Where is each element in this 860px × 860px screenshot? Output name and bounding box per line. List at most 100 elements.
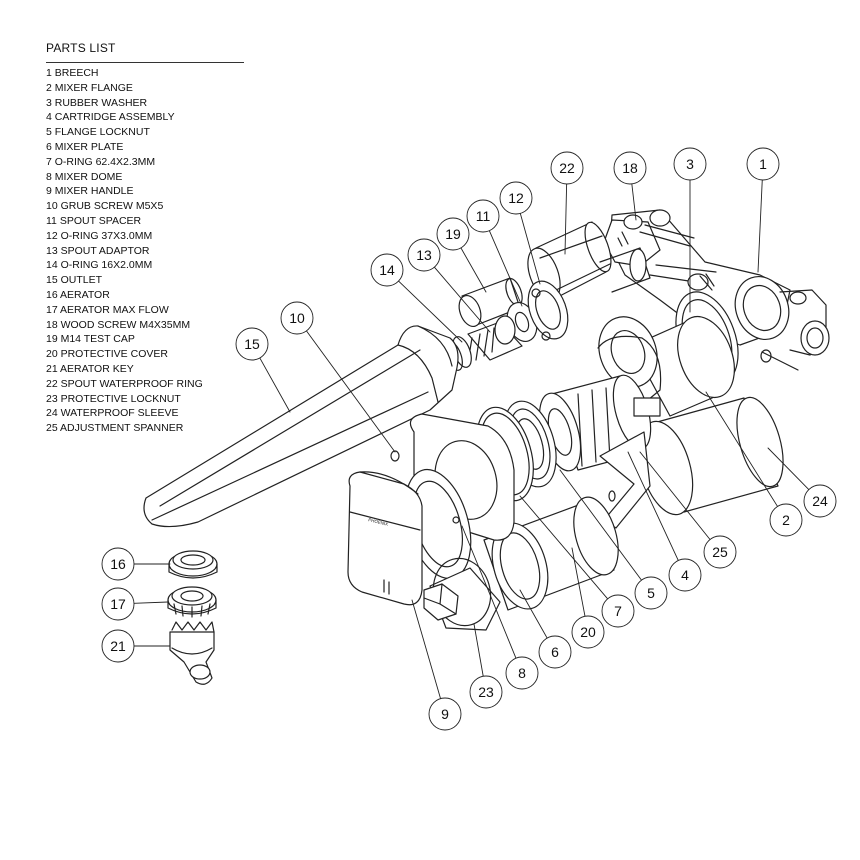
leader-line-22 — [564, 183, 568, 255]
leader-line-19 — [460, 247, 487, 293]
callout-number-7: 7 — [614, 603, 622, 619]
parts-list-item: 2 MIXER FLANGE — [46, 81, 133, 94]
grub-screw-part — [390, 450, 400, 462]
callout-balloon-9 — [428, 697, 462, 731]
callout-balloon-16 — [101, 547, 135, 581]
callout-number-23: 23 — [478, 684, 494, 700]
parts-list-item: 5 FLANGE LOCKNUT — [46, 126, 150, 139]
leader-line-12 — [519, 212, 541, 285]
callout-balloon-10 — [280, 301, 314, 335]
callout-balloon-22 — [550, 151, 584, 185]
parts-list-item: 18 WOOD SCREW M4X35MM — [46, 318, 191, 331]
parts-list-item: 9 MIXER HANDLE — [46, 185, 134, 198]
parts-list: 1 BREECH 2 MIXER FLANGE 3 RUBBER WASHER … — [46, 66, 203, 436]
callout-number-10: 10 — [289, 310, 305, 326]
leader-line-17 — [133, 601, 169, 604]
parts-list-item: 24 WATERPROOF SLEEVE — [46, 407, 179, 420]
callout-number-22: 22 — [559, 160, 575, 176]
callout-number-6: 6 — [551, 644, 559, 660]
leader-line-5 — [559, 469, 642, 581]
callout-balloon-18 — [613, 151, 647, 185]
callout-balloon-15 — [235, 327, 269, 361]
parts-list-item: 16 AERATOR — [46, 288, 110, 301]
parts-list-item: 7 O-RING 62.4X2.3MM — [46, 155, 156, 168]
callout-balloon-12 — [499, 181, 533, 215]
leader-line-2 — [705, 391, 778, 507]
parts-list-item: 14 O-RING 16X2.0MM — [46, 259, 153, 272]
leader-lines — [133, 179, 810, 700]
parts-list-item: 6 MIXER PLATE — [46, 140, 124, 153]
callout-balloons: 1234567891011121314151617181920212223242… — [101, 147, 837, 731]
callout-number-25: 25 — [712, 544, 728, 560]
callout-balloon-21 — [101, 629, 135, 663]
callout-balloon-19 — [436, 217, 470, 251]
aerator-key-part — [169, 621, 215, 685]
callout-number-14: 14 — [379, 262, 395, 278]
callout-number-5: 5 — [647, 585, 655, 601]
callout-number-18: 18 — [622, 160, 638, 176]
callout-number-8: 8 — [518, 665, 526, 681]
callout-balloon-11 — [466, 199, 500, 233]
parts-list-item: 20 PROTECTIVE COVER — [46, 348, 168, 361]
spout-waterproof-ring-part — [527, 221, 651, 301]
callout-balloon-6 — [538, 635, 572, 669]
parts-list-item: 8 MIXER DOME — [46, 170, 123, 183]
parts-list-item: 1 BREECH — [46, 67, 99, 79]
callout-balloon-17 — [101, 587, 135, 621]
parts-list-item: 25 ADJUSTMENT SPANNER — [46, 422, 184, 435]
parts-list-item: 4 CARTRIDGE ASSEMBLY — [46, 111, 175, 124]
parts-list-item: 21 AERATOR KEY — [46, 362, 134, 375]
callout-number-3: 3 — [686, 156, 694, 172]
callout-number-4: 4 — [681, 567, 689, 583]
parts-list-title: PARTS LIST — [46, 41, 116, 55]
callout-number-17: 17 — [110, 596, 126, 612]
leader-line-20 — [571, 547, 586, 617]
callout-number-20: 20 — [580, 624, 596, 640]
parts-list-item: 22 SPOUT WATERPROOF RING — [46, 377, 203, 390]
leader-line-15 — [259, 357, 291, 413]
callout-balloon-5 — [634, 576, 668, 610]
parts-list-item: 12 O-RING 37X3.0MM — [46, 229, 153, 242]
callout-number-9: 9 — [441, 706, 449, 722]
leader-line-14 — [398, 280, 463, 343]
spout-adaptor-part — [467, 315, 523, 363]
mixer-flange-part — [597, 315, 735, 417]
leader-line-8 — [461, 525, 517, 659]
callout-number-21: 21 — [110, 638, 126, 654]
protective-cover-part — [483, 496, 619, 611]
callout-balloon-14 — [370, 253, 404, 287]
parts-list-item: 15 OUTLET — [46, 274, 103, 287]
callout-number-2: 2 — [782, 512, 790, 528]
leader-line-25 — [639, 451, 711, 540]
test-cap-part — [458, 277, 523, 328]
leader-line-10 — [305, 330, 396, 453]
callout-number-12: 12 — [508, 190, 524, 206]
leader-line-13 — [433, 266, 491, 333]
callout-balloon-8 — [505, 656, 539, 690]
protective-locknut-part — [423, 557, 501, 631]
callout-balloon-3 — [673, 147, 707, 181]
callout-balloon-24 — [803, 484, 837, 518]
leader-line-18 — [631, 183, 637, 221]
callout-number-1: 1 — [759, 156, 767, 172]
callout-number-19: 19 — [445, 226, 461, 242]
callout-balloon-13 — [407, 238, 441, 272]
leader-line-6 — [519, 589, 548, 639]
callout-number-16: 16 — [110, 556, 126, 572]
aerator-max-flow-part — [167, 586, 217, 618]
parts-list-item: 11 SPOUT SPACER — [46, 214, 142, 227]
handle-brand-label: PHOENIX — [368, 517, 389, 527]
callout-balloon-4 — [668, 558, 702, 592]
parts-list-item: 3 RUBBER WASHER — [46, 96, 148, 109]
callout-balloon-7 — [601, 594, 635, 628]
aerator-part — [168, 550, 218, 579]
parts-list-item: 23 PROTECTIVE LOCKNUT — [46, 392, 181, 405]
parts-list-item: 17 AERATOR MAX FLOW — [46, 303, 169, 316]
mixer-handle-part: PHOENIX — [347, 471, 423, 606]
callout-balloon-25 — [703, 535, 737, 569]
callout-number-24: 24 — [812, 493, 828, 509]
o-ring-37-part — [527, 280, 569, 341]
callout-number-13: 13 — [416, 247, 432, 263]
